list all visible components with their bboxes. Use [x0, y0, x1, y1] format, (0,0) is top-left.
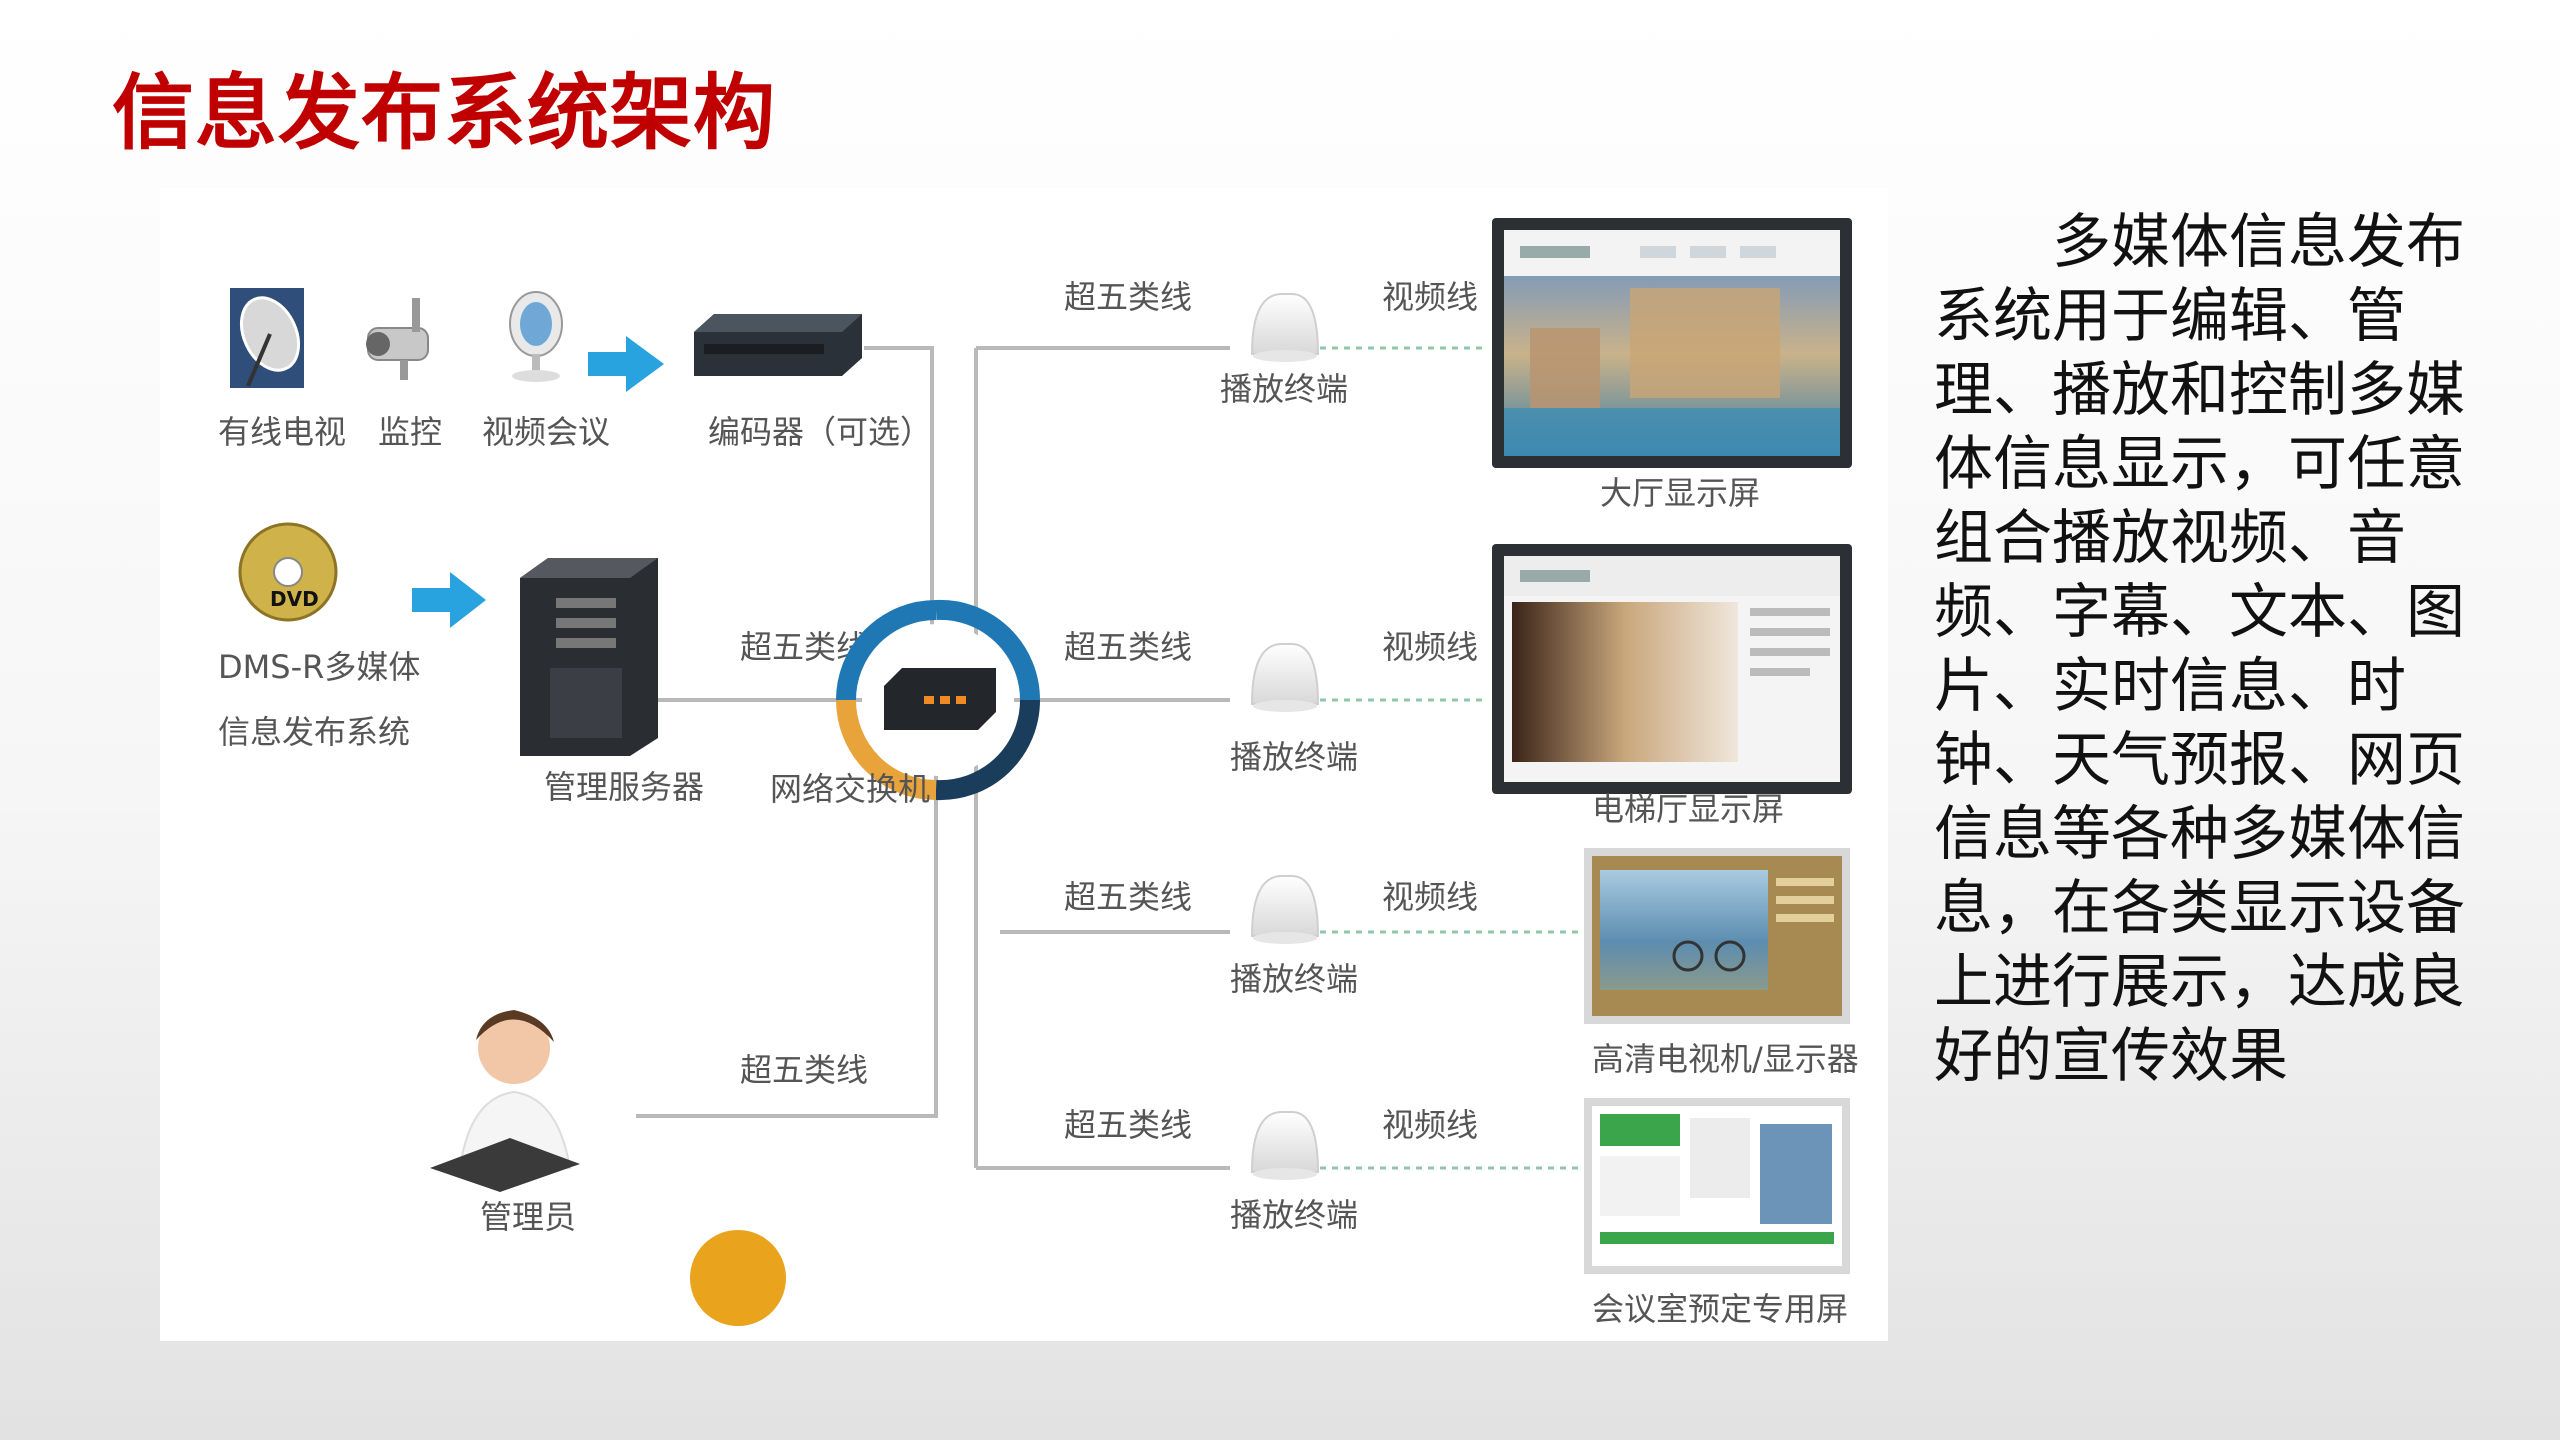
dms-label-line1: DMS-R多媒体	[218, 648, 420, 686]
branch-4: 超五类线 视频线 播放终端	[1064, 1106, 1478, 1234]
monitor-label: 监控	[378, 413, 442, 451]
lobby-screen	[1492, 218, 1852, 468]
branch-3-video: 视频线	[1382, 878, 1478, 916]
encoder-icon	[694, 314, 862, 376]
server-label: 管理服务器	[544, 768, 704, 806]
branch-2-terminal: 播放终端	[1230, 738, 1358, 776]
video-conf-label: 视频会议	[482, 413, 610, 451]
satellite-dish-icon	[230, 288, 304, 388]
video-lines	[1320, 346, 1580, 1170]
switch-label: 网络交换机	[770, 770, 930, 808]
network-switch-hub	[836, 599, 1041, 801]
network-switch-icon	[884, 668, 996, 730]
cable-tv-label: 有线电视	[218, 413, 346, 451]
description-text: 多媒体信息发布系统用于编辑、管理、播放和控制多媒体信息显示，可任意组合播放视频、…	[1934, 207, 2466, 1090]
branch-2: 超五类线 视频线 播放终端	[1064, 628, 1478, 776]
admin-person-icon	[430, 1010, 580, 1192]
elevator-hall-screen	[1492, 544, 1852, 794]
branch-3-cable: 超五类线	[1064, 878, 1192, 916]
branch-1-video: 视频线	[1382, 278, 1478, 316]
hd-tv-screen	[1584, 848, 1850, 1024]
architecture-diagram: 有线电视 监控 视频会议 编码器（可选） DVD DMS-R多媒体 信息发布系统…	[160, 188, 1888, 1341]
branch-3: 超五类线 视频线 播放终端	[1064, 875, 1478, 998]
branch-3-terminal: 播放终端	[1230, 960, 1358, 998]
cctv-camera-icon	[366, 298, 429, 380]
admin-cable-label: 超五类线	[740, 1051, 868, 1089]
tower-server-icon	[520, 558, 658, 756]
branch-4-video: 视频线	[1382, 1106, 1478, 1144]
player-box-icon	[1250, 643, 1320, 712]
accent-circle	[690, 1230, 786, 1326]
arrow-icon-top	[588, 336, 664, 392]
svg-text:DVD: DVD	[270, 587, 319, 611]
admin-line	[636, 748, 938, 1118]
lobby-screen-label: 大厅显示屏	[1600, 474, 1760, 512]
player-box-icon	[1250, 1111, 1320, 1180]
imac-icon	[509, 291, 563, 382]
branch-1-terminal: 播放终端	[1220, 370, 1348, 408]
dvd-disc-icon: DVD	[238, 522, 338, 622]
connection-lines	[636, 346, 1230, 1170]
admin-label: 管理员	[480, 1198, 576, 1236]
branch-4-cable: 超五类线	[1064, 1106, 1192, 1144]
page-title: 信息发布系统架构	[112, 66, 777, 161]
player-box-icon	[1250, 293, 1320, 362]
arrow-icon-middle	[412, 572, 486, 628]
branch-4-terminal: 播放终端	[1230, 1196, 1358, 1234]
branch-2-cable: 超五类线	[1064, 628, 1192, 666]
branch-2-video: 视频线	[1382, 628, 1478, 666]
branch-1: 超五类线 视频线 播放终端	[1064, 278, 1478, 408]
player-box-icon	[1250, 875, 1320, 944]
meeting-room-screen	[1584, 1098, 1850, 1274]
dms-label-line2: 信息发布系统	[218, 713, 410, 751]
encoder-line	[864, 346, 934, 688]
elevator-hall-screen-label: 电梯厅显示屏	[1592, 790, 1784, 828]
encoder-label: 编码器（可选）	[708, 413, 932, 451]
branch-1-cable: 超五类线	[1064, 278, 1192, 316]
hd-tv-screen-label: 高清电视机/显示器	[1592, 1040, 1859, 1078]
meeting-room-screen-label: 会议室预定专用屏	[1592, 1290, 1848, 1328]
